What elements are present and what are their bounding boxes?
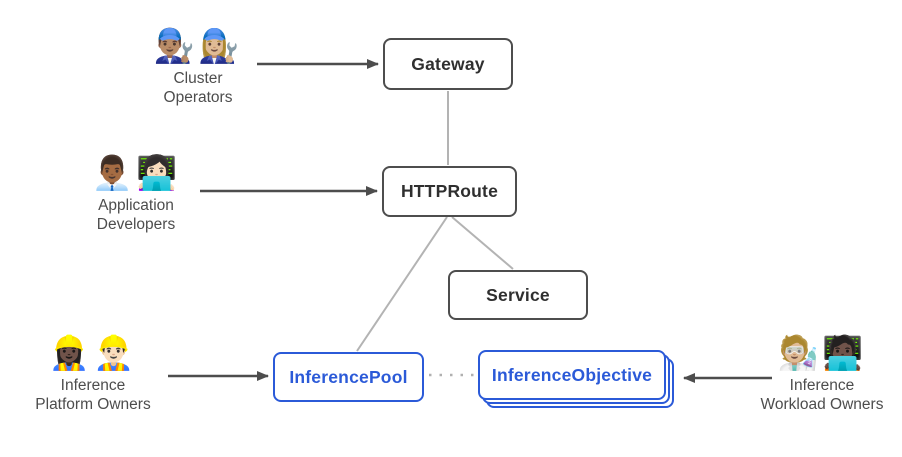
- inference-workload-owners-emoji: 🧑🏼‍🔬🧑🏿‍💻: [777, 334, 867, 371]
- node-inference-objective: InferenceObjective: [478, 350, 666, 400]
- node-httproute: HTTPRoute: [382, 166, 517, 217]
- node-inference-pool: InferencePool: [273, 352, 424, 402]
- actor-application-developers: 👨🏾‍💼👩🏻‍💻 Application Developers: [56, 153, 216, 234]
- edge-httproute-inferencepool: [356, 216, 448, 352]
- inference-platform-owners-label: Inference Platform Owners: [35, 377, 151, 413]
- node-service: Service: [448, 270, 588, 320]
- application-developers-emoji: 👨🏾‍💼👩🏻‍💻: [91, 154, 181, 191]
- node-gateway-label: Gateway: [411, 53, 485, 74]
- node-inference-objective-label: InferenceObjective: [491, 364, 653, 385]
- inference-platform-owners-emoji: 👷🏿‍♀️👷🏻‍♂️: [48, 334, 138, 371]
- cluster-operators-label: Cluster Operators: [163, 70, 233, 106]
- actor-cluster-operators: 👨🏽‍🔧👩🏼‍🔧 Cluster Operators: [118, 26, 278, 107]
- node-inference-pool-label: InferencePool: [289, 366, 408, 387]
- node-gateway: Gateway: [383, 38, 513, 90]
- inference-workload-owners-label: Inference Workload Owners: [760, 377, 884, 413]
- actor-inference-platform-owners: 👷🏿‍♀️👷🏻‍♂️ Inference Platform Owners: [13, 333, 173, 414]
- node-httproute-label: HTTPRoute: [400, 181, 499, 201]
- actor-inference-workload-owners: 🧑🏼‍🔬🧑🏿‍💻 Inference Workload Owners: [742, 333, 902, 414]
- node-service-label: Service: [486, 284, 550, 305]
- edge-httproute-service: [451, 216, 514, 270]
- application-developers-label: Application Developers: [96, 197, 176, 233]
- cluster-operators-emoji: 👨🏽‍🔧👩🏼‍🔧: [153, 27, 243, 64]
